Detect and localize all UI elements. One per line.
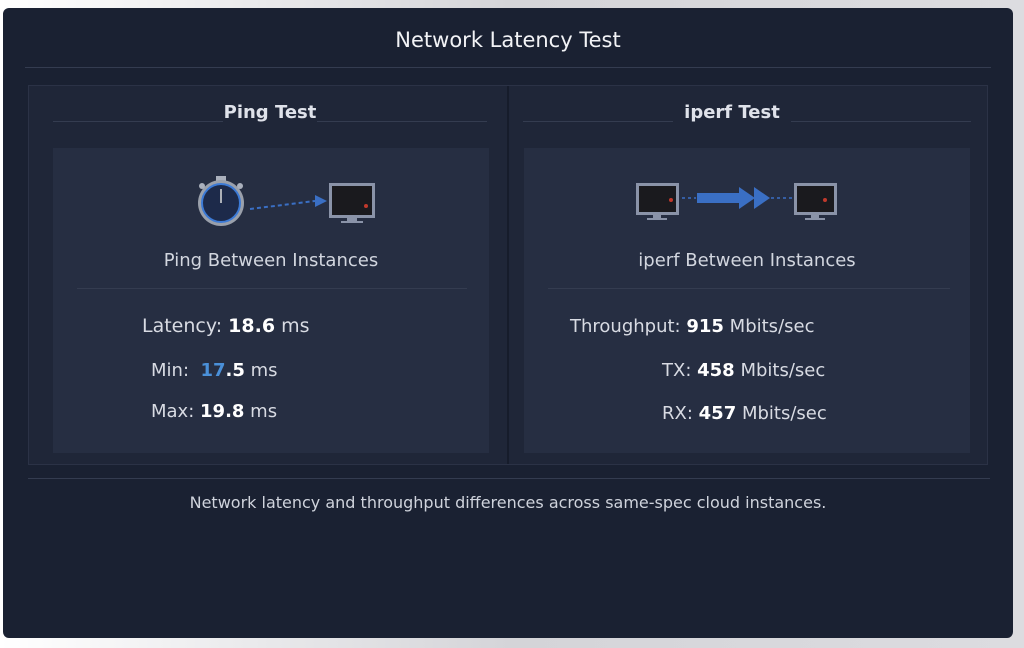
iperf-title-rule-right bbox=[791, 121, 971, 122]
footer-caption: Network latency and throughput differenc… bbox=[189, 493, 827, 512]
latency-label: Latency: bbox=[142, 315, 223, 337]
rx-row: RX: 457 Mbits/sec bbox=[662, 403, 827, 424]
ping-subtitle: Ping Between Instances bbox=[163, 250, 379, 271]
throughput-row: Throughput: 915 Mbits/sec bbox=[570, 316, 814, 337]
min-row: Min: 17.5 ms bbox=[151, 360, 278, 381]
throughput-unit: Mbits/sec bbox=[729, 316, 815, 337]
ping-title-rule-right bbox=[317, 121, 487, 122]
ping-title-rule-left bbox=[53, 121, 223, 122]
ping-panel: Ping Test bbox=[29, 86, 507, 464]
monitor-icon bbox=[329, 183, 375, 223]
monitor-icon bbox=[794, 183, 837, 220]
min-unit: ms bbox=[250, 360, 278, 381]
max-value: 19.8 bbox=[200, 401, 245, 422]
tests-container: Ping Test bbox=[28, 85, 988, 465]
ping-diagram bbox=[198, 176, 375, 226]
tx-value: 458 bbox=[697, 360, 735, 381]
tx-row: TX: 458 Mbits/sec bbox=[662, 360, 825, 381]
ping-card: Ping Between Instances Latency: 18.6 ms … bbox=[53, 148, 489, 453]
panel-divider bbox=[507, 86, 509, 464]
ping-card-divider bbox=[77, 288, 467, 289]
iperf-title-rule-left bbox=[523, 121, 673, 122]
main-card: Network Latency Test Ping Test bbox=[3, 8, 1013, 638]
latency-unit: ms bbox=[281, 315, 310, 337]
iperf-panel: iperf Test bbox=[509, 86, 989, 464]
rx-label: RX: bbox=[662, 403, 693, 424]
latency-value: 18.6 bbox=[228, 315, 276, 337]
page-title: Network Latency Test bbox=[395, 28, 621, 52]
min-value: 17.5 bbox=[200, 360, 244, 381]
throughput-label: Throughput: bbox=[570, 316, 681, 337]
max-row: Max: 19.8 ms bbox=[151, 401, 277, 422]
double-arrow-icon bbox=[697, 187, 770, 209]
latency-row: Latency: 18.6 ms bbox=[142, 315, 310, 337]
min-label: Min: bbox=[151, 360, 190, 381]
iperf-card-divider bbox=[548, 288, 950, 289]
iperf-diagram bbox=[636, 183, 837, 220]
iperf-section-title: iperf Test bbox=[684, 102, 780, 123]
stopwatch-icon bbox=[198, 176, 244, 226]
min-value-highlight: 17 bbox=[200, 360, 226, 381]
tx-unit: Mbits/sec bbox=[740, 360, 826, 381]
max-label: Max: bbox=[151, 401, 195, 422]
throughput-value: 915 bbox=[686, 316, 724, 337]
rx-value: 457 bbox=[698, 403, 737, 424]
iperf-card: iperf Between Instances Throughput: 915 … bbox=[524, 148, 970, 453]
max-unit: ms bbox=[250, 401, 278, 422]
min-value-rest: .5 bbox=[225, 360, 245, 381]
title-divider bbox=[25, 67, 991, 68]
monitor-icon bbox=[636, 183, 679, 220]
iperf-subtitle: iperf Between Instances bbox=[638, 250, 856, 271]
arrow-icon bbox=[315, 195, 327, 207]
ping-section-title: Ping Test bbox=[223, 102, 317, 123]
dashed-link-line bbox=[249, 200, 316, 210]
footer-divider bbox=[28, 478, 990, 479]
rx-unit: Mbits/sec bbox=[741, 403, 827, 424]
tx-label: TX: bbox=[662, 360, 692, 381]
